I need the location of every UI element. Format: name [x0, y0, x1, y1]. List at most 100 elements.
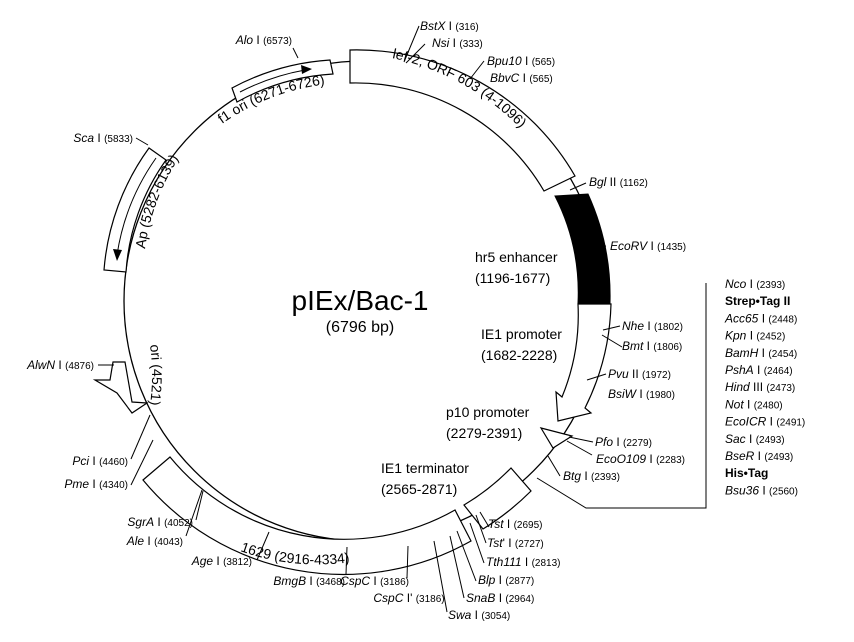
site-suffix: I [89, 477, 99, 491]
mcs-entry-8: EcoICR I (2491) [725, 415, 805, 429]
tick-bstxi [403, 25, 420, 63]
site-suffix: I [644, 319, 654, 333]
site-label-2: Bpu10 I (565) [487, 54, 555, 68]
site-position: (2393) [591, 472, 620, 483]
site-label-17: SnaB I (2964) [466, 591, 534, 605]
lef2-orf603-box [349, 49, 576, 192]
tick-bglii [569, 182, 587, 191]
site-position: (3468) [316, 577, 345, 588]
mcs-entry-12: Bsu36 I (2560) [725, 483, 798, 497]
site-label-18: Swa I (3054) [448, 608, 510, 622]
site-position: (2964) [505, 594, 534, 605]
mcs-tag-11: His•Tag [725, 466, 768, 480]
mcs-suffix: I [758, 311, 768, 325]
site-name: Pme [64, 477, 89, 491]
tick-nhei [602, 325, 621, 331]
site-label-4: Bgl II (1162) [589, 175, 648, 189]
site-label-26: Pci I (4460) [72, 454, 128, 468]
site-position: (1435) [657, 242, 686, 253]
site-label-10: Pfo I (2279) [595, 435, 652, 449]
mcs-suffix: I [766, 415, 776, 429]
site-suffix: I [643, 339, 653, 353]
mcs-suffix: I [746, 277, 756, 291]
tick-cspci [406, 545, 409, 579]
site-suffix: I [581, 469, 591, 483]
site-suffix: I [646, 452, 656, 466]
tick-pcii [130, 414, 151, 460]
site-name: BbvC [490, 71, 520, 85]
site-position: (4460) [99, 457, 128, 468]
ori-arrow [92, 361, 149, 414]
site-label-8: Pvu II (1972) [608, 367, 671, 381]
mcs-entry-5: PshA I (2464) [725, 363, 793, 377]
mcs-name: Not [725, 397, 744, 411]
mcs-name: Nco [725, 277, 747, 291]
site-name: AlwN [26, 358, 55, 372]
site-position: (5833) [104, 134, 133, 145]
tick-pvuii [586, 373, 607, 381]
site-suffix: I [306, 574, 316, 588]
mcs-entry-3: Kpn I (2452) [725, 329, 785, 343]
site-name: Pci [72, 454, 89, 468]
f1-direction-arrow [239, 69, 306, 93]
tick-blpi [456, 530, 477, 582]
site-label-3: BbvC I (565) [490, 71, 553, 85]
mcs-name: Bsu36 [725, 483, 759, 497]
site-suffix: II [629, 367, 642, 381]
mcs-name: EcoICR [725, 415, 767, 429]
tick-bmti [601, 334, 623, 348]
plasmid-size: (6796 bp) [326, 319, 395, 336]
site-name: SnaB [466, 591, 495, 605]
mcs-position: (2454) [768, 349, 797, 360]
site-name: SgrA [127, 515, 154, 529]
site-position: (565) [529, 74, 552, 85]
site-label-6: Nhe I (1802) [622, 319, 683, 333]
site-suffix: I' [403, 591, 415, 605]
site-name: Alo [235, 33, 254, 47]
site-label-24: SgrA I (4052) [127, 515, 193, 529]
mcs-bracket [536, 283, 707, 509]
ap-direction-arrow [116, 157, 157, 256]
tick-aloi [292, 47, 299, 59]
tick-scai [135, 137, 149, 146]
mcs-suffix: I [754, 363, 764, 377]
site-position: (2695) [514, 520, 543, 531]
site-label-23: Ale I (4043) [126, 534, 183, 548]
ie1-promoter-arrow [555, 303, 612, 422]
mcs-suffix: I [758, 346, 768, 360]
site-position: (1802) [654, 322, 683, 333]
site-position: (1980) [646, 390, 675, 401]
ie1t-label: IE1 terminator [381, 460, 469, 476]
mcs-position: (2464) [764, 366, 793, 377]
mcs-position: (2480) [754, 400, 783, 411]
site-name: Sca [73, 131, 94, 145]
site-name: Nhe [622, 319, 644, 333]
site-suffix: I [504, 517, 514, 531]
site-suffix: I [89, 454, 99, 468]
site-position: (1806) [653, 342, 682, 353]
site-position: (4052) [164, 518, 193, 529]
site-name: Swa [448, 608, 472, 622]
site-name: Pvu [608, 367, 629, 381]
site-ticks [98, 25, 623, 613]
site-name: EcoO109 [596, 452, 646, 466]
site-suffix: I [445, 19, 455, 33]
site-suffix: I [636, 387, 646, 401]
tick-ecorvi [591, 245, 607, 249]
mcs-name: Acc65 [724, 311, 759, 325]
tick-sgrai [195, 490, 204, 521]
mcs-suffix: I [746, 432, 756, 446]
site-name: Bgl [589, 175, 607, 189]
site-suffix: I [449, 36, 459, 50]
site-position: (316) [455, 22, 478, 33]
site-name: Age [191, 554, 214, 568]
hr5-range: (1196-1677) [475, 270, 550, 286]
mcs-position: (2473) [766, 383, 795, 394]
plasmid-title: pIEx/Bac-1 [292, 285, 429, 316]
ie1t-range: (2565-2871) [381, 481, 457, 497]
site-label-19: CspC I' (3186) [373, 591, 444, 605]
site-label-16: Blp I (2877) [478, 573, 534, 587]
site-position: (6573) [263, 36, 292, 47]
site-name: Blp [478, 573, 496, 587]
